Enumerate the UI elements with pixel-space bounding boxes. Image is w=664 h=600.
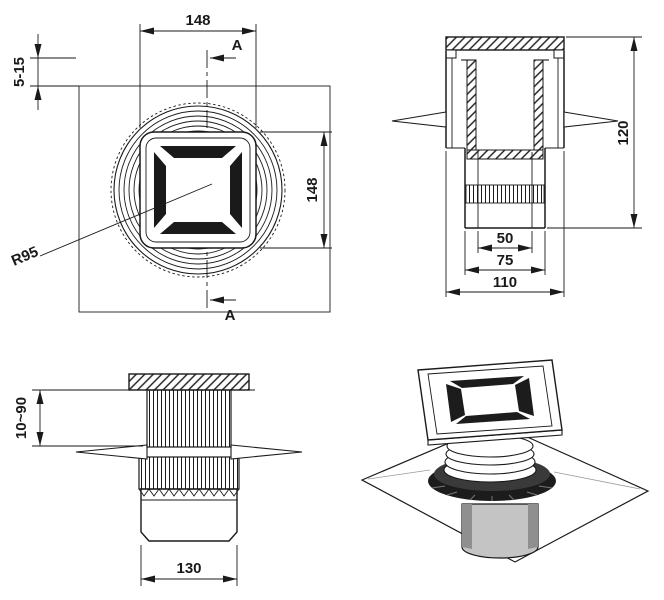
grate-inner-frame-3d	[427, 365, 553, 435]
grate-slot-bottom	[160, 222, 236, 234]
grate-slot-right	[230, 152, 242, 228]
sheet-crease-right	[553, 471, 641, 490]
grate-top-face	[417, 359, 563, 441]
grate-plate-side	[128, 373, 250, 391]
view-front-section: 120 50 75 110	[391, 36, 642, 297]
radius-leader-line	[39, 183, 213, 257]
dim-label-148-right: 148	[304, 177, 321, 202]
membrane-flange-right	[563, 111, 619, 128]
dim-label-75: 75	[497, 252, 514, 269]
grate-slots	[154, 146, 242, 234]
dim-label-5-15: 5-15	[11, 57, 28, 87]
height-adjust-riser	[146, 389, 232, 448]
outlet-pipe-3d	[461, 503, 539, 559]
sheet-crease-left	[367, 469, 431, 480]
grate-slots-3d	[446, 376, 534, 424]
dimension-tile-depth: 5-15	[11, 34, 79, 110]
clamping-ring-circles	[110, 102, 286, 278]
view-perspective	[360, 359, 650, 563]
grate-3d	[417, 359, 563, 446]
drain-body-walls	[445, 51, 565, 149]
dim-label-130: 130	[176, 560, 201, 577]
membrane-outline	[78, 85, 331, 313]
ring-serration-ticks	[431, 485, 553, 501]
section-marker-top: A	[210, 37, 243, 62]
dimension-height-right: 148	[260, 131, 332, 249]
dim-label-10-90: 10~90	[13, 397, 30, 439]
outlet-spigot-section	[464, 148, 546, 229]
grate-plate-section	[445, 36, 565, 51]
removable-funnel-cup	[461, 59, 549, 160]
dimension-height-adjust: 10~90	[13, 389, 143, 447]
view-plan: 148 148 5-15 R95 A	[9, 12, 332, 324]
dimension-outlet-width: 130	[140, 545, 238, 586]
dimension-total-height: 120	[547, 36, 642, 229]
dimension-outlet-outer: 75	[464, 231, 546, 275]
dim-label-50: 50	[497, 230, 514, 247]
clamping-ring-side	[138, 456, 240, 490]
dim-label-120: 120	[615, 120, 632, 145]
drain-body-side	[140, 488, 238, 542]
frame-tab-right	[553, 49, 565, 59]
membrane-flange-left-side	[75, 444, 148, 460]
membrane-flange-left	[391, 111, 447, 128]
membrane-flange-right-side	[230, 444, 303, 460]
dim-label-r95: R95	[9, 243, 41, 269]
grate-slot-top	[160, 146, 236, 158]
section-label-a-top: A	[232, 37, 243, 54]
dimension-body-width: 110	[445, 151, 565, 297]
frame-tab-left	[445, 49, 457, 59]
dimension-outlet-bore: 50	[477, 230, 533, 253]
dim-label-148-top: 148	[185, 12, 210, 29]
section-label-a-bottom: A	[225, 307, 236, 324]
grate-inner-frame	[145, 137, 251, 243]
spigot-seal-ribs	[465, 184, 545, 204]
grate-slot-left	[154, 152, 166, 228]
clamping-ring-teeth	[138, 488, 240, 497]
dimension-width-top: 148	[139, 12, 257, 128]
section-marker-bottom: A	[210, 296, 236, 324]
dim-label-110: 110	[493, 274, 517, 291]
view-side: 10~90 130	[13, 373, 303, 586]
